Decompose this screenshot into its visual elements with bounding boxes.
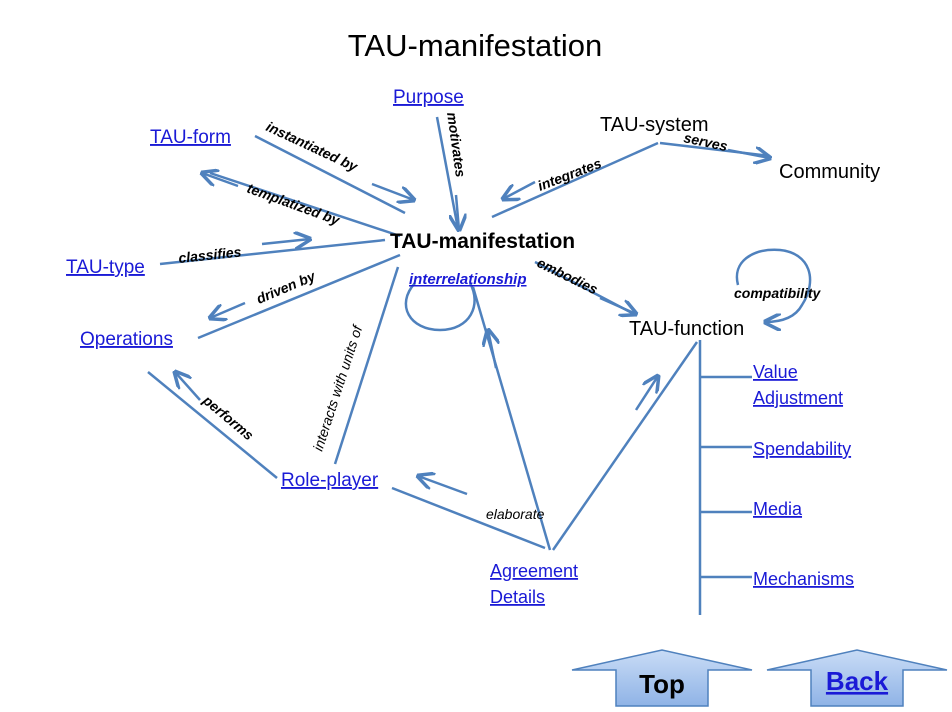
page-title: TAU-manifestation <box>348 28 602 63</box>
edge-arrow-embodies <box>599 296 636 314</box>
edge-arrow-templatized-by <box>202 173 239 188</box>
edge-arrow-serves <box>727 150 770 158</box>
edge-line-driven-by <box>197 253 401 340</box>
edge-arrow-agreement-roleplayer <box>418 476 468 496</box>
back-button-label: Back <box>826 666 889 696</box>
edge-arrow-agreement-interrelationship <box>488 330 496 369</box>
edge-line-performs <box>147 371 278 479</box>
top-arrow-icon <box>571 649 753 707</box>
node-mechanisms[interactable]: Mechanisms <box>753 569 854 589</box>
label-interacts-with: interacts with units of <box>310 322 366 453</box>
edge-line-agreement-function <box>551 341 699 551</box>
edge-arrow-classifies <box>261 239 310 244</box>
edge-line-motivates <box>435 116 460 230</box>
edge-arrow-driven-by <box>210 301 246 318</box>
edge-line-interacts <box>333 266 400 465</box>
node-tau-type[interactable]: TAU-type <box>66 257 145 278</box>
label-embodies: embodies <box>535 254 601 297</box>
node-value-line2[interactable]: Adjustment <box>753 388 843 408</box>
compatibility-loop <box>735 248 812 322</box>
edge-line-templatized-by <box>209 171 401 238</box>
node-community: Community <box>779 161 880 183</box>
node-value-line1[interactable]: Value <box>753 362 798 382</box>
node-role-player[interactable]: Role-player <box>281 470 379 491</box>
label-compatibility: compatibility <box>734 285 822 301</box>
label-integrates: integrates <box>535 155 603 194</box>
node-purpose[interactable]: Purpose <box>393 87 464 108</box>
node-center-tau-manifestation: TAU-manifestation <box>390 230 575 253</box>
interrelationship-loop <box>404 282 476 332</box>
edge-arrow-agreement-function <box>634 376 658 411</box>
back-button[interactable]: Back <box>766 649 948 707</box>
top-button-label: Top <box>639 669 685 699</box>
label-templatized-by: templatized by <box>245 180 343 229</box>
edge-line-agreement-roleplayer <box>391 486 546 550</box>
back-arrow-icon <box>766 649 948 707</box>
node-tau-form[interactable]: TAU-form <box>150 127 231 148</box>
edge-arrow-integrates <box>503 180 536 199</box>
edge-line-instantiated-by <box>254 134 406 215</box>
edge-arrow-instantiated-by <box>371 182 414 200</box>
edge-line-classifies <box>159 238 386 266</box>
node-tau-system: TAU-system <box>600 114 709 136</box>
edge-arrow-performs <box>175 372 201 401</box>
label-classifies: classifies <box>178 243 243 266</box>
top-button[interactable]: Top <box>571 649 753 707</box>
node-tau-function: TAU-function <box>629 318 744 340</box>
node-spendability[interactable]: Spendability <box>753 439 851 459</box>
edge-arrow-motivates <box>456 194 459 230</box>
node-media[interactable]: Media <box>753 499 803 519</box>
node-interrelationship[interactable]: interrelationship <box>409 271 527 288</box>
label-elaborate: elaborate <box>486 506 545 522</box>
node-operations[interactable]: Operations <box>80 329 173 350</box>
edge-line-integrates <box>491 141 659 219</box>
node-agreement-line2[interactable]: Details <box>490 587 545 607</box>
node-agreement-line1[interactable]: Agreement <box>490 561 578 581</box>
label-performs: performs <box>199 391 257 443</box>
